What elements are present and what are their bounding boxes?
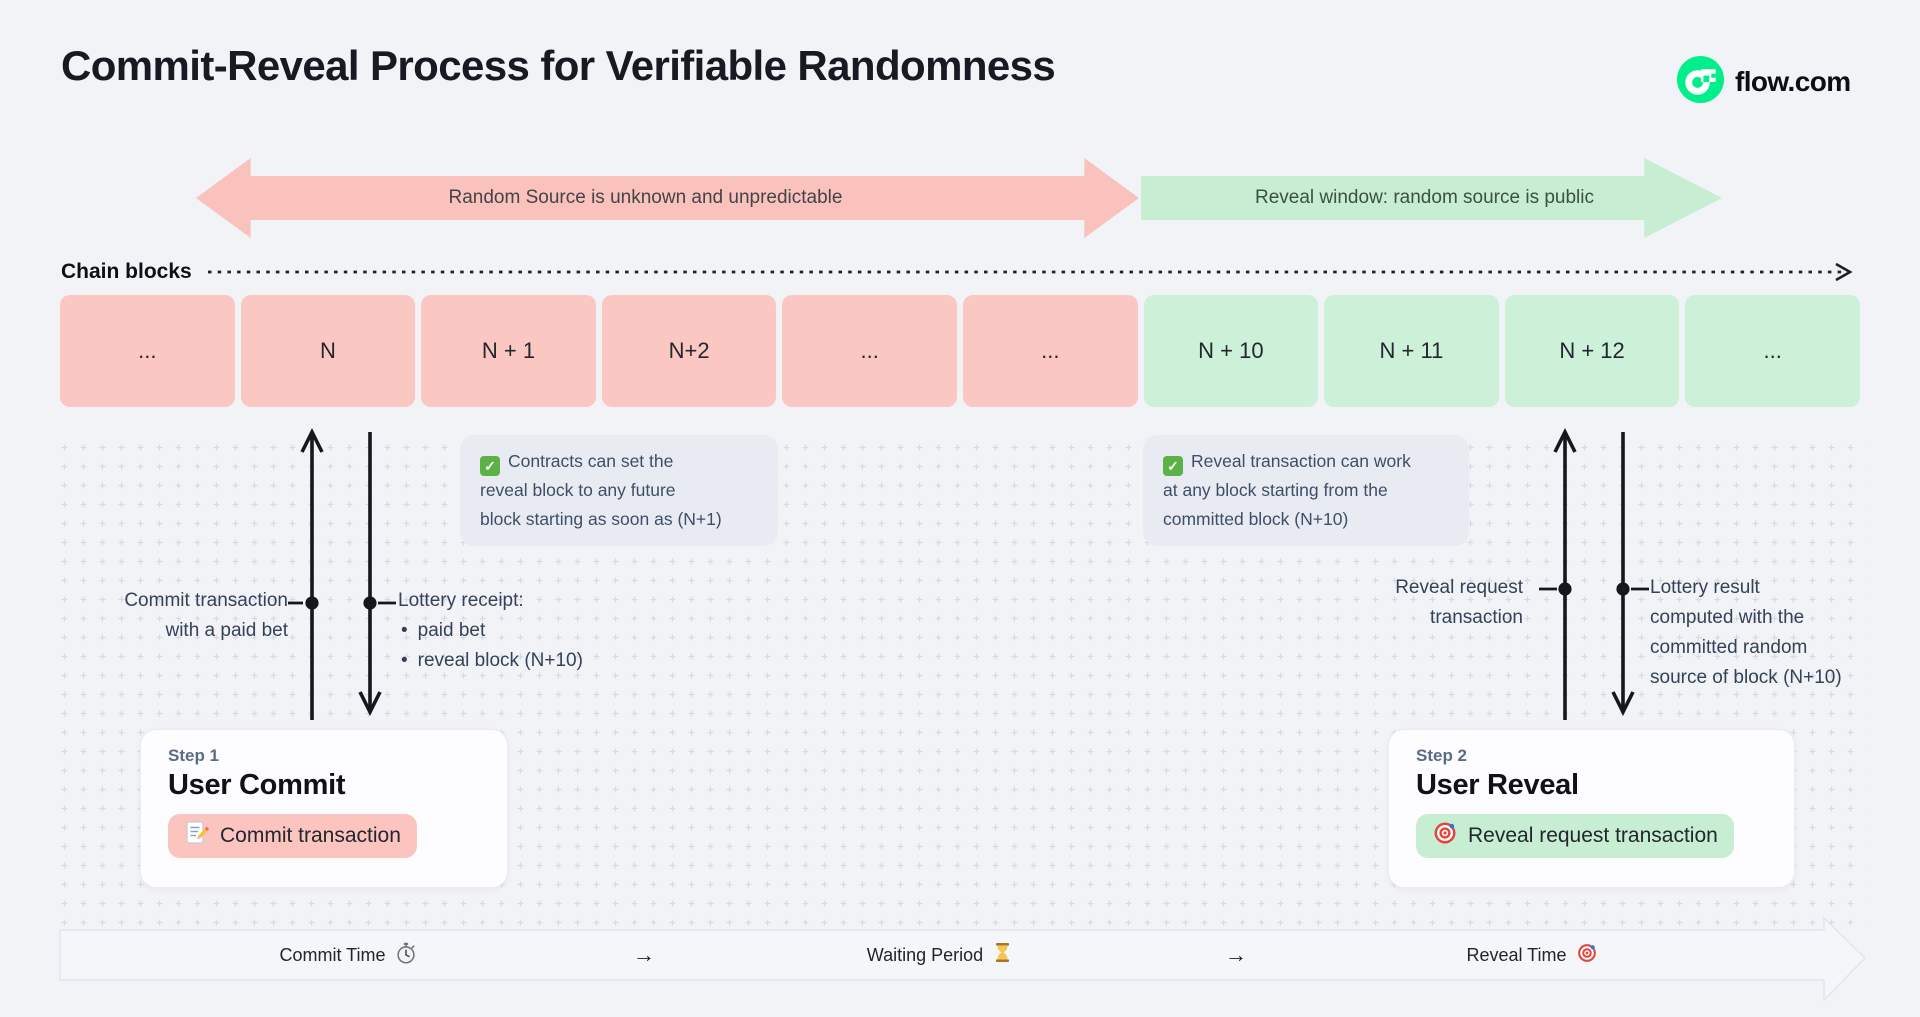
note-text: block starting as soon as (N+1) (480, 509, 722, 529)
block-n2: N+2 (601, 295, 777, 407)
step-1-title: User Commit (168, 769, 346, 801)
chain-blocks-label: Chain blocks (61, 260, 192, 283)
step-1-label: Step 1 (168, 746, 220, 765)
note-text: committed block (N+10) (1163, 509, 1349, 529)
label-line: transaction (1430, 607, 1523, 628)
block-n10: N + 10 (1143, 295, 1319, 407)
label-line: Reveal request (1395, 577, 1523, 598)
block-n11: N + 11 (1324, 295, 1499, 407)
step-1-card: Step 1 User Commit Commit transaction (140, 729, 508, 888)
block-ellipsis-mid2: ... (962, 295, 1138, 407)
note-text: Contracts can set the (508, 451, 674, 471)
check-icon (480, 456, 500, 476)
pill-label: Commit transaction (220, 824, 401, 847)
page-title: Commit-Reveal Process for Verifiable Ran… (61, 42, 1056, 89)
block-label: ... (1041, 338, 1060, 363)
block-label: N + 1 (481, 338, 536, 363)
block-n12: N + 12 (1504, 295, 1680, 407)
label-lottery-result: Lottery result computed with the committ… (1650, 573, 1842, 693)
block-label: N + 11 (1379, 338, 1444, 363)
banner-random-unknown: Random Source is unknown and unpredictab… (196, 158, 1139, 238)
target-icon (1576, 942, 1598, 969)
stopwatch-icon (395, 942, 417, 969)
label-line: committed random (1650, 637, 1808, 658)
banner-reveal-label: Reveal window: random source is public (1255, 187, 1594, 208)
reveal-request-pill: Reveal request transaction (1416, 814, 1734, 858)
footer-label: Waiting Period (866, 944, 984, 965)
step-2-title: User Reveal (1416, 769, 1579, 801)
note-text: Reveal transaction can work (1191, 451, 1411, 471)
chain-line-arrowhead (1835, 262, 1853, 282)
label-line: Lottery result (1650, 577, 1760, 598)
note-text: reveal block to any future (480, 480, 676, 500)
label-line: Lottery receipt: (398, 590, 524, 611)
block-label: ... (138, 338, 157, 363)
block-label: N + 10 (1198, 338, 1264, 363)
footer-timeline: Commit Time → Waiting Period (200, 930, 1680, 980)
note-reveal-window: Reveal transaction can work at any block… (1143, 435, 1469, 546)
label-line: with a paid bet (165, 620, 288, 641)
footer-arrow-2: → (1088, 930, 1384, 980)
footer-waiting-period: Waiting Period (792, 930, 1088, 980)
label-commit-transaction: Commit transaction with a paid bet (60, 586, 288, 646)
block-label: ... (1763, 338, 1782, 363)
label-line: computed with the (1650, 607, 1805, 628)
label-reveal-request: Reveal request transaction (1293, 573, 1523, 633)
footer-arrow-1: → (496, 930, 792, 980)
note-commit-window: Contracts can set the reveal block to an… (460, 435, 778, 546)
block-label: ... (860, 338, 879, 363)
arrow-right-icon: → (633, 942, 655, 967)
hourglass-icon (992, 942, 1013, 968)
label-lottery-receipt: Lottery receipt: paid bet reveal block (… (398, 586, 583, 676)
flow-brand-name: flow.com (1735, 66, 1851, 97)
memo-icon (184, 820, 210, 852)
block-ellipsis-post: ... (1685, 295, 1860, 407)
banner-commit-label: Random Source is unknown and unpredictab… (448, 187, 843, 208)
label-line: source of block (N+10) (1650, 667, 1842, 688)
footer-label: Commit Time (279, 944, 386, 965)
footer-commit-time: Commit Time (200, 930, 496, 980)
label-line: Commit transaction (124, 590, 288, 611)
block-label: N (319, 338, 336, 363)
arrow-right-icon: → (1225, 942, 1247, 967)
block-ellipsis-mid1: ... (782, 295, 957, 407)
block-n: N (240, 295, 416, 407)
block-n1: N + 1 (421, 295, 596, 407)
note-text: at any block starting from the (1163, 480, 1388, 500)
footer-reveal-time: Reveal Time (1384, 930, 1680, 980)
block-label: N+2 (668, 338, 710, 363)
pill-label: Reveal request transaction (1468, 824, 1718, 847)
step-2-label: Step 2 (1416, 746, 1468, 765)
bullet-item: reveal block (N+10) (417, 650, 583, 671)
banner-reveal-window: Reveal window: random source is public (1141, 158, 1722, 238)
chain-blocks-row: ... N N + 1 N+2 ... ... N + 10 N + 11 N … (60, 295, 1860, 407)
block-ellipsis-pre: ... (60, 295, 235, 407)
target-icon (1432, 820, 1458, 852)
flow-logo-icon (1677, 56, 1724, 108)
commit-transaction-pill: Commit transaction (168, 814, 417, 858)
footer-label: Reveal Time (1466, 944, 1567, 965)
block-label: N + 12 (1559, 338, 1625, 363)
flow-brand-link[interactable]: flow.com (1677, 56, 1851, 108)
step-2-card: Step 2 User Reveal Reveal request transa… (1388, 729, 1795, 888)
check-icon (1163, 456, 1183, 476)
bullet-item: paid bet (417, 620, 486, 641)
